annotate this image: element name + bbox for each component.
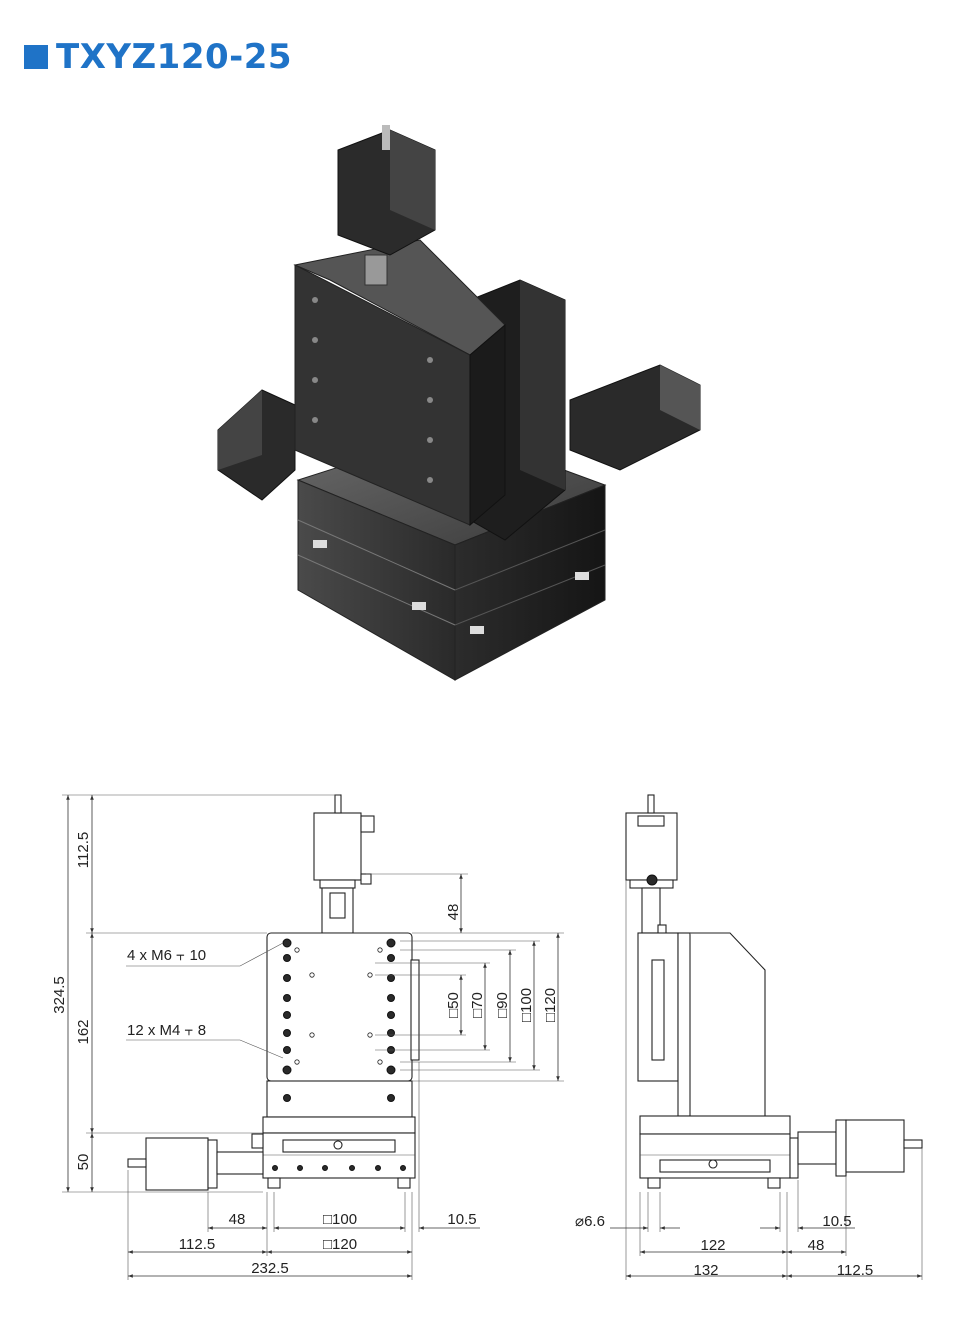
hole-square-90: □90 <box>494 992 511 1018</box>
side-view-labels: ⌀6.6 10.5 122 48 132 112.5 <box>575 1213 873 1279</box>
page-title: TXYZ120-25 <box>24 37 293 77</box>
dim-total-height: 324.5 <box>51 976 68 1014</box>
dim-width-122: 122 <box>700 1237 725 1254</box>
dim-width-48: 48 <box>808 1237 825 1254</box>
dim-side-right-offset: 10.5 <box>822 1213 851 1230</box>
dim-motor-offset: 48 <box>445 904 462 921</box>
dim-right-offset: 10.5 <box>447 1211 476 1228</box>
dim-overall-width: 232.5 <box>251 1260 289 1277</box>
dim-side-motor-offset: 48 <box>229 1211 246 1228</box>
dim-motor-height: 112.5 <box>75 832 92 868</box>
dim-sq100: □100 <box>323 1211 357 1228</box>
hole-square-120: □120 <box>542 988 559 1022</box>
title-square-icon <box>24 45 48 69</box>
dim-motor-length: 112.5 <box>837 1262 873 1279</box>
dim-sq120: □120 <box>323 1236 357 1253</box>
dim-plate-height: 162 <box>75 1019 92 1044</box>
callout-m4: 12 x M4 ⫟ 8 <box>127 1022 206 1039</box>
dim-base-height: 50 <box>75 1154 92 1171</box>
dim-side-len: 112.5 <box>179 1236 215 1253</box>
front-view-labels: 324.5 112.5 162 50 48 4 x M6 ⫟ 10 12 x M… <box>51 832 559 1277</box>
callout-m6: 4 x M6 ⫟ 10 <box>127 947 206 964</box>
side-view-drawing <box>610 794 923 1280</box>
hole-square-70: □70 <box>469 992 486 1018</box>
dim-width-132: 132 <box>693 1262 718 1279</box>
product-model: TXYZ120-25 <box>56 37 293 77</box>
front-view-drawing <box>62 794 564 1280</box>
dim-hole-diameter: ⌀6.6 <box>575 1213 605 1230</box>
hole-square-50: □50 <box>445 992 462 1018</box>
product-render <box>217 125 701 681</box>
hole-square-100: □100 <box>518 988 535 1022</box>
